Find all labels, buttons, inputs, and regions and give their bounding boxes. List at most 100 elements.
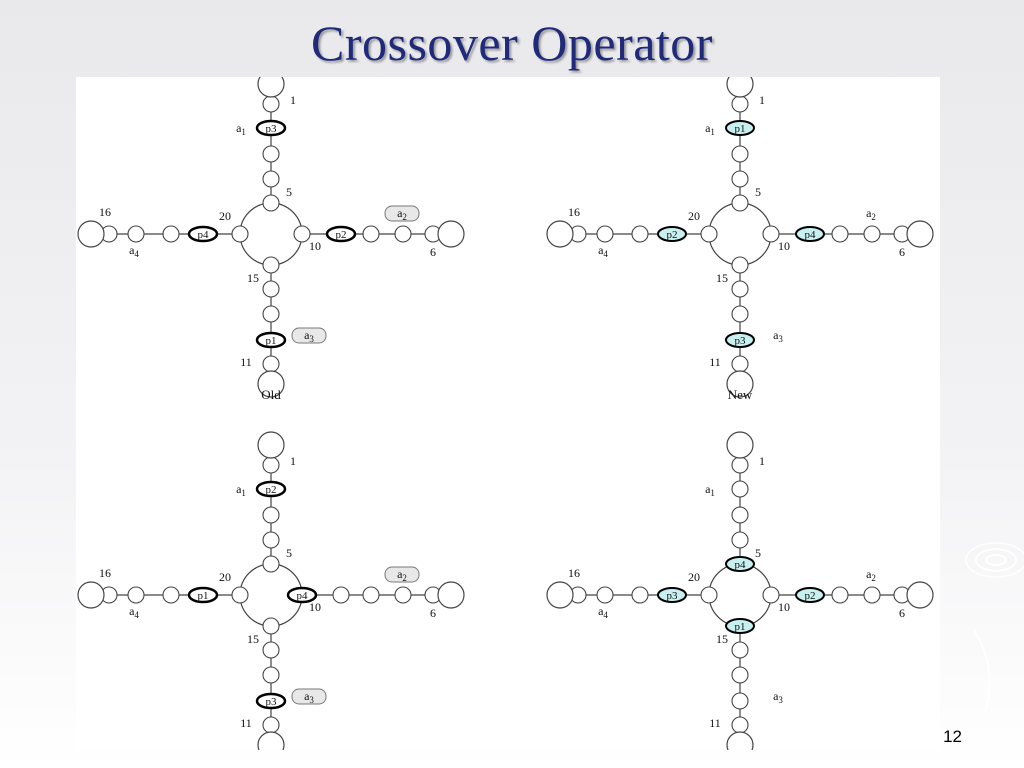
end-loop-left [546,581,574,609]
branch-label-left: a4 [598,604,608,620]
node-left-3 [596,586,614,604]
ring [708,563,772,627]
junction-ring_bottom [731,256,749,274]
branch-label-left: a4 [598,243,608,259]
junction-ring_right [762,586,780,604]
p-node-shape [657,226,687,242]
p-node-label: p3 [735,335,747,347]
tag-shape [291,688,327,705]
slide-number: 12 [943,727,962,746]
p-node-shape [725,120,755,136]
branch-label-bottom: a3 [291,327,327,344]
node-right-2 [362,586,380,604]
p-node-p3: p3 [657,587,687,603]
label-node-1: 1 [759,454,765,468]
node-top-3 [731,480,749,498]
node-bottom-2 [731,305,749,323]
label-node-11: 11 [709,716,721,730]
junction-ring_bottom [262,256,280,274]
node-left-3 [596,225,614,243]
label-node-15: 15 [716,632,728,646]
node-right-2 [362,225,380,243]
p-node-label: p1 [735,123,746,135]
end-loop-top [257,431,285,459]
p-node-label: p3 [667,590,679,602]
end-loop-top [257,77,285,98]
end-loop-bottom [257,731,285,750]
branch-label-text: a3 [304,328,314,344]
node-right-3 [863,225,881,243]
p-node-p3: p3 [255,119,287,137]
p-node-label: p4 [735,559,747,571]
end-loop-right [437,220,465,248]
label-node-11: 11 [240,716,252,730]
node-top-2 [262,506,280,524]
label-node-11: 11 [240,355,252,369]
p-node-label: p1 [735,621,746,633]
node-bottom-4 [731,355,749,373]
p-node-p3: p3 [255,692,287,710]
p-node-p2: p2 [657,226,687,242]
node-top-2 [731,145,749,163]
p-node-shape [725,332,755,348]
tag-shape [384,205,420,222]
end-loop-bottom [726,370,754,398]
branch-label-left: a4 [129,604,139,620]
node-top-1 [731,531,749,549]
node-right-2 [831,586,849,604]
p-node-p1: p1 [725,120,755,136]
p-node-p2: p2 [255,480,287,498]
p-node-label: p2 [336,229,347,241]
label-node-20: 20 [219,209,231,223]
ring [239,202,303,266]
p-node-label: p2 [266,484,277,496]
node-bottom-2 [731,666,749,684]
label-node-1: 1 [290,454,296,468]
node-top-4 [731,456,749,474]
p-node-label: p4 [198,229,210,241]
label-node-16: 16 [568,205,580,219]
end-loop-bottom [257,370,285,398]
label-node-5: 5 [755,185,761,199]
node-right-3 [394,586,412,604]
label-node-6: 6 [430,606,436,620]
junction-ring_top [731,194,749,212]
node-bottom-1 [731,641,749,659]
label-node-6: 6 [899,606,905,620]
junction-ring_right [293,225,311,243]
node-bottom-1 [731,280,749,298]
p-node-shape [187,225,219,243]
node-top-4 [262,95,280,113]
label-node-6: 6 [430,245,436,259]
node-bottom-2 [262,305,280,323]
label-node-6: 6 [899,245,905,259]
p-node-p4: p4 [187,225,219,243]
label-node-10: 10 [309,600,321,614]
junction-ring_top [262,555,280,573]
label-node-1: 1 [759,93,765,107]
branch-label-bottom: a3 [773,328,783,344]
diagram-4: p4p1p2p31520101516611a1a2a3a4New [546,431,934,750]
p-node-label: p4 [805,229,817,241]
label-node-10: 10 [309,239,321,253]
diagram-caption: New [728,748,753,750]
end-loop-right [906,581,934,609]
ring [708,202,772,266]
node-top-2 [262,145,280,163]
branch-label-left: a4 [129,243,139,259]
branch-label-right: a2 [866,567,876,583]
p-node-shape [725,556,755,572]
node-right-3 [394,225,412,243]
p-node-shape [725,618,755,634]
label-node-1: 1 [290,93,296,107]
p-node-p2: p2 [795,587,825,603]
branch-label-text: a1 [705,121,715,137]
diagram-caption: New [728,387,753,402]
node-top-1 [262,531,280,549]
end-loop-right [437,581,465,609]
branch-label-top: a1 [705,121,715,137]
label-node-20: 20 [219,570,231,584]
junction-ring_left [700,225,718,243]
label-node-5: 5 [755,546,761,560]
